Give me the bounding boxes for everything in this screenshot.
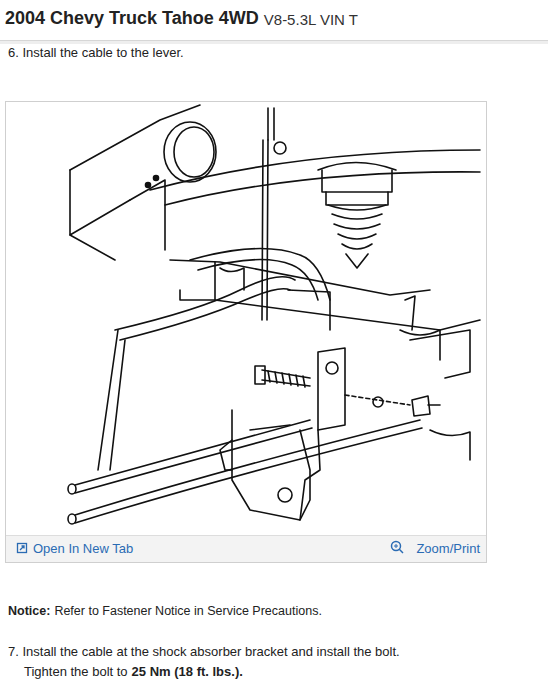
notice-label: Notice:: [8, 604, 50, 618]
page-title: 2004 Chevy Truck Tahoe 4WD: [5, 8, 259, 29]
step-text: Tighten the bolt to: [24, 664, 128, 679]
link-text: Open In New Tab: [33, 541, 133, 556]
link-text: Zoom/Print: [416, 541, 480, 556]
open-tab-icon: [18, 544, 27, 553]
zoom-icon: [392, 542, 404, 554]
engine-spec: V8-5.3L VIN T: [264, 11, 358, 28]
torque-value: 25 Nm (18 ft. lbs.).: [132, 664, 243, 679]
notice-text: Refer to Fastener Notice in Service Prec…: [54, 604, 321, 618]
step-text: 7. Install the cable at the shock absorb…: [8, 644, 400, 659]
step-text: 6. Install the cable to the lever.: [8, 45, 184, 60]
